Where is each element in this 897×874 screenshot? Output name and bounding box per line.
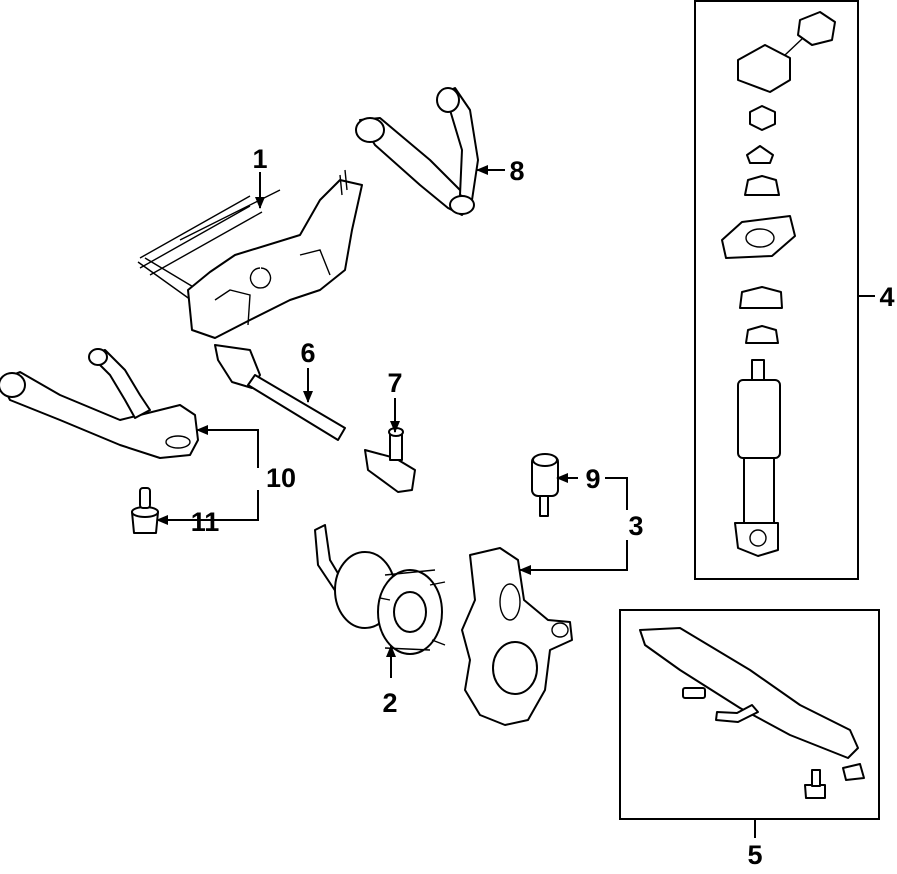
strut-assembly-part bbox=[721, 11, 836, 557]
callout-9: 9 bbox=[585, 464, 600, 494]
leader-10 bbox=[196, 425, 259, 468]
callout-6: 6 bbox=[300, 338, 315, 368]
callout-labels: 1 8 6 7 10 11 9 3 2 4 5 bbox=[191, 144, 895, 870]
callout-2: 2 bbox=[382, 688, 397, 718]
wheel-hub-bearing-part bbox=[314, 524, 446, 655]
leader-9-3-bracket bbox=[605, 477, 628, 510]
upper-ball-joint-part bbox=[531, 453, 559, 517]
stabilizer-bar-part bbox=[639, 627, 865, 799]
callout-4: 4 bbox=[879, 282, 894, 312]
callout-7: 7 bbox=[387, 368, 402, 398]
callout-8: 8 bbox=[509, 156, 524, 186]
outer-tie-rod-end-part bbox=[364, 427, 416, 493]
lower-ball-joint-part bbox=[131, 487, 159, 534]
lower-control-arm-part bbox=[0, 348, 199, 459]
inner-tie-rod-part bbox=[214, 344, 346, 441]
leader-11 bbox=[156, 490, 259, 525]
frame-crossmember-part bbox=[137, 169, 363, 339]
leader-lines bbox=[156, 165, 875, 838]
leader-3 bbox=[519, 540, 628, 575]
steering-knuckle-part bbox=[461, 547, 573, 726]
callout-11: 11 bbox=[191, 507, 220, 537]
callout-5: 5 bbox=[747, 840, 762, 870]
callout-3: 3 bbox=[628, 511, 643, 541]
stabilizer-bar-box bbox=[619, 609, 880, 820]
callout-1: 1 bbox=[252, 144, 267, 174]
upper-control-arm-part bbox=[355, 87, 479, 216]
strut-assembly-box bbox=[694, 0, 859, 580]
callout-10: 10 bbox=[266, 463, 296, 493]
